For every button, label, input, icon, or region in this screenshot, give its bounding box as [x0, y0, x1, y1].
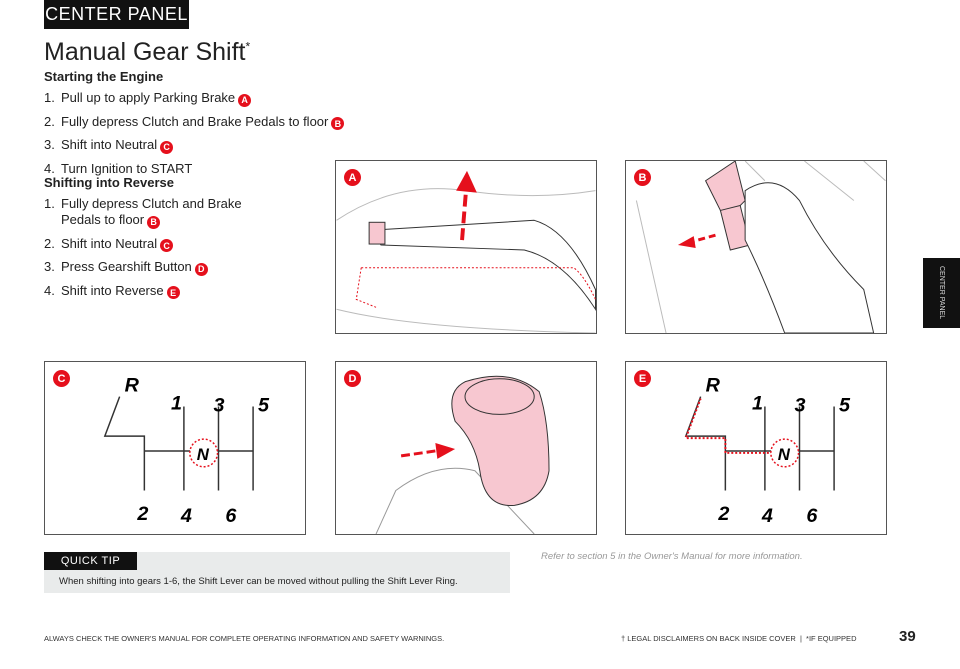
page-title: Manual Gear Shift*	[44, 38, 250, 67]
title-mark: *	[245, 39, 251, 54]
step-text: Fully depress Clutch and Brake Pedals to…	[61, 196, 242, 227]
step-number: 4.	[44, 160, 55, 176]
list-item: 2. Fully depress Clutch and Brake Pedals …	[44, 113, 345, 130]
step-text: Pull up to apply Parking Brake	[61, 90, 236, 105]
footer-disclaimer: † LEGAL DISCLAIMERS ON BACK INSIDE COVER…	[621, 634, 857, 643]
figure-badge-e: E	[634, 370, 651, 387]
step-text: Turn Ignition to START	[61, 160, 193, 176]
step-number: 1.	[44, 196, 55, 211]
side-section-tab: CENTER PANEL	[923, 258, 960, 328]
gear-3: 3	[214, 394, 225, 416]
pedals-illustration	[635, 161, 886, 333]
section-tab: CENTER PANEL	[44, 0, 189, 29]
gear-n: N	[778, 445, 791, 464]
step-number: 2.	[44, 235, 55, 251]
gear-2: 2	[717, 503, 729, 525]
figure-gear-pattern-neutral: N R 1 3 5 2 4 6 C	[44, 361, 306, 535]
quick-tip-text: When shifting into gears 1-6, the Shift …	[59, 576, 458, 587]
gear-6: 6	[225, 505, 237, 527]
gear-1: 1	[752, 392, 763, 414]
footer-warning: ALWAYS CHECK THE OWNER'S MANUAL FOR COMP…	[44, 634, 445, 643]
badge-c: C	[160, 239, 174, 252]
quick-tip-label: QUICK TIP	[44, 552, 137, 570]
badge-d: D	[194, 262, 208, 276]
step-text: Shift into Reverse	[61, 282, 164, 298]
figure-pedals: B	[625, 160, 887, 334]
figure-badge-a: A	[344, 169, 361, 186]
starting-heading: Starting the Engine	[44, 69, 164, 84]
step-number: 4.	[44, 282, 55, 298]
list-item: 1. Fully depress Clutch and Brake Pedals …	[44, 196, 284, 229]
parking-brake-illustration	[336, 170, 596, 333]
step-number: 3.	[44, 259, 55, 274]
gear-pattern-reverse-illustration: N R 1 3 5 2 4 6	[684, 375, 851, 527]
step-number: 2.	[44, 113, 55, 129]
gear-4: 4	[180, 505, 192, 527]
figure-parking-brake: A	[335, 160, 597, 334]
gear-1: 1	[171, 392, 182, 414]
step-text: Press Gearshift Button	[61, 259, 192, 274]
page-number: 39	[899, 628, 916, 645]
quick-tip-box: QUICK TIP When shifting into gears 1-6, …	[44, 552, 510, 593]
step-number: 1.	[44, 90, 55, 105]
gear-n: N	[197, 445, 210, 464]
step-text: Fully depress Clutch and Brake Pedals to…	[61, 113, 329, 129]
reverse-heading: Shifting into Reverse	[44, 175, 175, 190]
badge-c: C	[160, 140, 174, 154]
badge-b: B	[331, 117, 345, 130]
gear-5: 5	[839, 394, 851, 416]
gear-2: 2	[136, 503, 148, 525]
gear-pattern-illustration: N R 1 3 5 2 4 6	[103, 375, 270, 527]
gear-r: R	[125, 375, 140, 397]
step-text: Shift into Neutral	[61, 235, 158, 251]
figure-badge-d: D	[344, 370, 361, 387]
gear-6: 6	[806, 505, 818, 527]
gear-r: R	[706, 375, 721, 397]
list-item: 4. Turn Ignition to START	[44, 161, 344, 177]
reverse-steps: 1. Fully depress Clutch and Brake Pedals …	[44, 196, 284, 306]
badge-b: B	[147, 215, 161, 229]
title-text: Manual Gear Shift	[44, 38, 246, 66]
gear-3: 3	[795, 394, 806, 416]
refer-note: Refer to section 5 in the Owner's Manual…	[541, 551, 803, 562]
gear-5: 5	[258, 394, 270, 416]
figure-badge-c: C	[53, 370, 70, 387]
figure-gear-pattern-reverse: N R 1 3 5 2 4 6 E	[625, 361, 887, 535]
step-number: 3.	[44, 137, 55, 152]
figure-gearshift-button: D	[335, 361, 597, 535]
step-text: Shift into Neutral	[61, 137, 158, 152]
badge-a: A	[238, 93, 252, 107]
gear-knob-illustration	[375, 375, 550, 534]
figure-badge-b: B	[634, 169, 651, 186]
gear-4: 4	[761, 505, 773, 527]
badge-e: E	[166, 286, 180, 299]
